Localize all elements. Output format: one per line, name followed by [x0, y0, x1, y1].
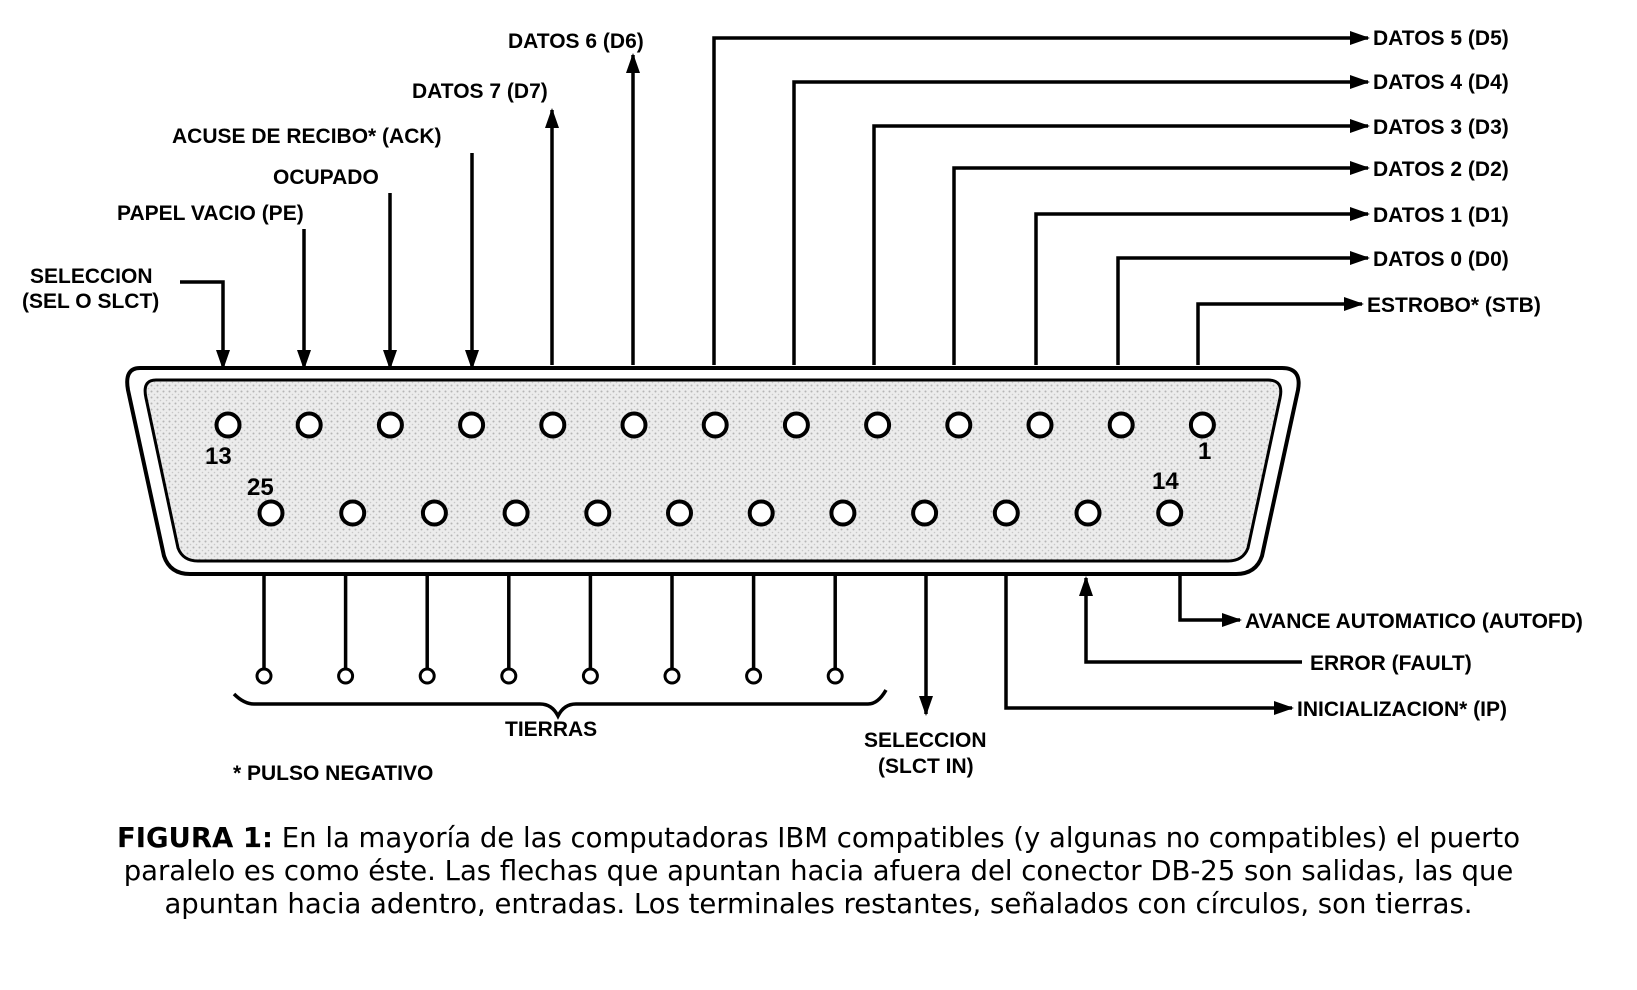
d4-output-arrow	[792, 75, 1370, 365]
slctin-label-line1: SELECCION	[864, 729, 987, 752]
d1-output-arrow	[1034, 207, 1370, 365]
ground-terminal	[418, 667, 436, 685]
d4-label: DATOS 4 (D4)	[1373, 71, 1509, 94]
d6-label: DATOS 6 (D6)	[508, 30, 644, 53]
pin-2	[1107, 411, 1135, 439]
d3-label: DATOS 3 (D3)	[1373, 116, 1509, 139]
fault-input-arrow	[1079, 576, 1302, 664]
pin-8	[620, 411, 648, 439]
figure-caption: FIGURA 1: En la mayoría de las computado…	[80, 822, 1557, 921]
init-output-arrow	[1004, 576, 1294, 715]
pin-11	[376, 411, 404, 439]
pin-20	[666, 499, 693, 527]
pin-14-number: 14	[1152, 468, 1179, 495]
d0-label: DATOS 0 (D0)	[1373, 248, 1509, 271]
stb-output-arrow	[1196, 297, 1364, 365]
pin-1	[1188, 411, 1216, 439]
d5-label: DATOS 5 (D5)	[1373, 27, 1509, 50]
sel-input-arrow	[180, 280, 230, 370]
pin-16	[992, 499, 1020, 527]
sel-label-line2: (SEL O SLCT)	[22, 290, 159, 313]
d0-output-arrow	[1116, 251, 1370, 365]
d5-output-arrow	[712, 31, 1370, 365]
pin-5	[864, 411, 892, 439]
d2-output-arrow	[952, 161, 1370, 365]
pin-6	[782, 411, 810, 439]
caption-text: En la mayoría de las computadoras IBM co…	[123, 822, 1521, 920]
signal-wires	[180, 31, 1370, 720]
pin-25	[257, 499, 285, 527]
ground-terminal	[337, 667, 355, 685]
pin-15	[1074, 499, 1102, 527]
pin-4	[945, 411, 973, 439]
ground-terminal	[581, 667, 599, 685]
stb-label: ESTROBO* (STB)	[1367, 294, 1541, 317]
pin-3	[1026, 411, 1054, 439]
pin-7	[701, 411, 729, 439]
d3-output-arrow	[872, 119, 1370, 365]
ground-terminal	[500, 667, 518, 685]
pe-label: PAPEL VACIO (PE)	[117, 202, 304, 225]
pin-1-number: 1	[1198, 438, 1211, 465]
pin-22	[502, 499, 530, 527]
d2-label: DATOS 2 (D2)	[1373, 158, 1509, 181]
pin-9	[539, 411, 567, 439]
ground-terminal	[663, 667, 681, 685]
pin-21	[584, 499, 612, 527]
busy-label: OCUPADO	[273, 166, 379, 189]
ground-terminal	[826, 667, 844, 685]
pin-10	[458, 411, 486, 439]
pin-18	[829, 499, 857, 527]
autofd-label: AVANCE AUTOMATICO (AUTOFD)	[1245, 610, 1583, 633]
pin-13	[214, 411, 242, 439]
ack-label: ACUSE DE RECIBO* (ACK)	[172, 125, 442, 148]
init-label: INICIALIZACION* (IP)	[1297, 698, 1507, 721]
pin-14	[1156, 499, 1184, 527]
connector-pins	[214, 411, 1216, 527]
pin-13-number: 13	[205, 443, 232, 470]
ground-terminals	[255, 576, 844, 685]
pin-23	[420, 499, 448, 527]
connector-shell-inner	[143, 378, 1283, 563]
sel-label-line1: SELECCION	[30, 265, 153, 288]
d7-label: DATOS 7 (D7)	[412, 80, 548, 103]
slctin-label-line2: (SLCT IN)	[878, 755, 974, 778]
caption-label: FIGURA 1:	[116, 822, 274, 854]
autofd-output-arrow	[1178, 576, 1242, 627]
pin-17	[911, 499, 939, 527]
ground-label: TIERRAS	[505, 718, 597, 741]
pin-25-number: 25	[247, 474, 274, 501]
pin-24	[339, 499, 367, 527]
ground-terminal	[255, 667, 273, 685]
pin-12	[295, 411, 323, 439]
ground-brace	[232, 689, 888, 720]
negative-pulse-note: * PULSO NEGATIVO	[233, 762, 433, 785]
ground-terminal	[745, 667, 763, 685]
pin-19	[747, 499, 775, 527]
d1-label: DATOS 1 (D1)	[1373, 204, 1509, 227]
fault-label: ERROR (FAULT)	[1310, 652, 1472, 675]
